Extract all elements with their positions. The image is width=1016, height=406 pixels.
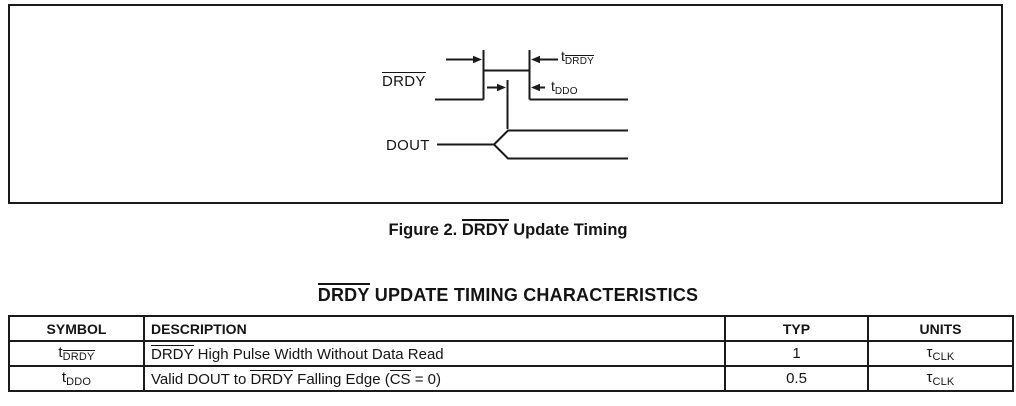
col-header-symbol: SYMBOL <box>8 315 145 342</box>
desc-drdy-overlined: DRDY <box>250 369 293 388</box>
heading-signal-overlined: DRDY <box>317 283 370 305</box>
symbol-base: t <box>58 343 63 361</box>
dout-text: DOUT <box>386 137 430 154</box>
figure-caption: Figure 2. DRDY Update Timing <box>0 219 1016 240</box>
desc-text: High Pulse Width Without Data Read <box>193 345 444 363</box>
t-ddo-base: t <box>551 78 555 94</box>
col-header-units: UNITS <box>867 315 1014 342</box>
timing-characteristics-table: SYMBOL DESCRIPTION TYP UNITS tDRDY DRDY … <box>8 315 1014 392</box>
units-cell: τCLK <box>867 340 1014 367</box>
description-cell: DRDY High Pulse Width Without Data Read <box>143 340 726 367</box>
t-ddo-annotation: tDDO <box>551 78 578 97</box>
caption-signal-overlined: DRDY <box>461 219 509 239</box>
t-ddo-subscript: DDO <box>554 86 578 97</box>
caption-suffix: Update Timing <box>508 221 628 239</box>
description-cell: Valid DOUT to DRDY Falling Edge (CS = 0) <box>143 365 726 392</box>
symbol-cell-tdrdy: tDRDY <box>8 340 145 367</box>
table-header-row: SYMBOL DESCRIPTION TYP UNITS <box>8 315 1014 342</box>
drdy-overlined-text: DRDY <box>382 72 426 90</box>
symbol-subscript: DDO <box>66 376 92 388</box>
desc-text: Falling Edge ( <box>293 370 390 388</box>
drdy-signal-label: DRDY <box>382 72 426 90</box>
table-row: tDRDY DRDY High Pulse Width Without Data… <box>8 340 1014 367</box>
t-drdy-subscript: DRDY <box>564 55 595 67</box>
t-drdy-annotation: tDRDY <box>561 48 595 68</box>
units-base: τ <box>926 369 933 386</box>
desc-cs-overlined: CS <box>389 369 411 388</box>
units-cell: τCLK <box>867 365 1014 392</box>
units-subscript: CLK <box>932 376 955 388</box>
col-header-typ: TYP <box>724 315 869 342</box>
symbol-base: t <box>61 369 67 386</box>
symbol-cell-tddo: tDDO <box>8 365 145 392</box>
table-row: tDDO Valid DOUT to DRDY Falling Edge (CS… <box>8 365 1014 392</box>
units-subscript: CLK <box>932 351 955 363</box>
caption-prefix: Figure 2. <box>388 221 462 239</box>
col-header-description: DESCRIPTION <box>143 315 726 342</box>
desc-drdy-overlined: DRDY <box>151 344 194 363</box>
t-drdy-base: t <box>561 48 565 64</box>
typ-cell: 0.5 <box>724 365 869 392</box>
table-heading: DRDY UPDATE TIMING CHARACTERISTICS <box>0 283 1016 306</box>
symbol-subscript-overlined: DRDY <box>62 349 95 363</box>
figure-2-frame <box>8 4 1003 204</box>
heading-rest: UPDATE TIMING CHARACTERISTICS <box>369 285 699 305</box>
typ-cell: 1 <box>724 340 869 367</box>
desc-text: = 0) <box>410 370 441 388</box>
dout-signal-label: DOUT <box>386 137 430 154</box>
desc-text: Valid DOUT to <box>151 370 251 388</box>
units-base: τ <box>926 344 933 361</box>
